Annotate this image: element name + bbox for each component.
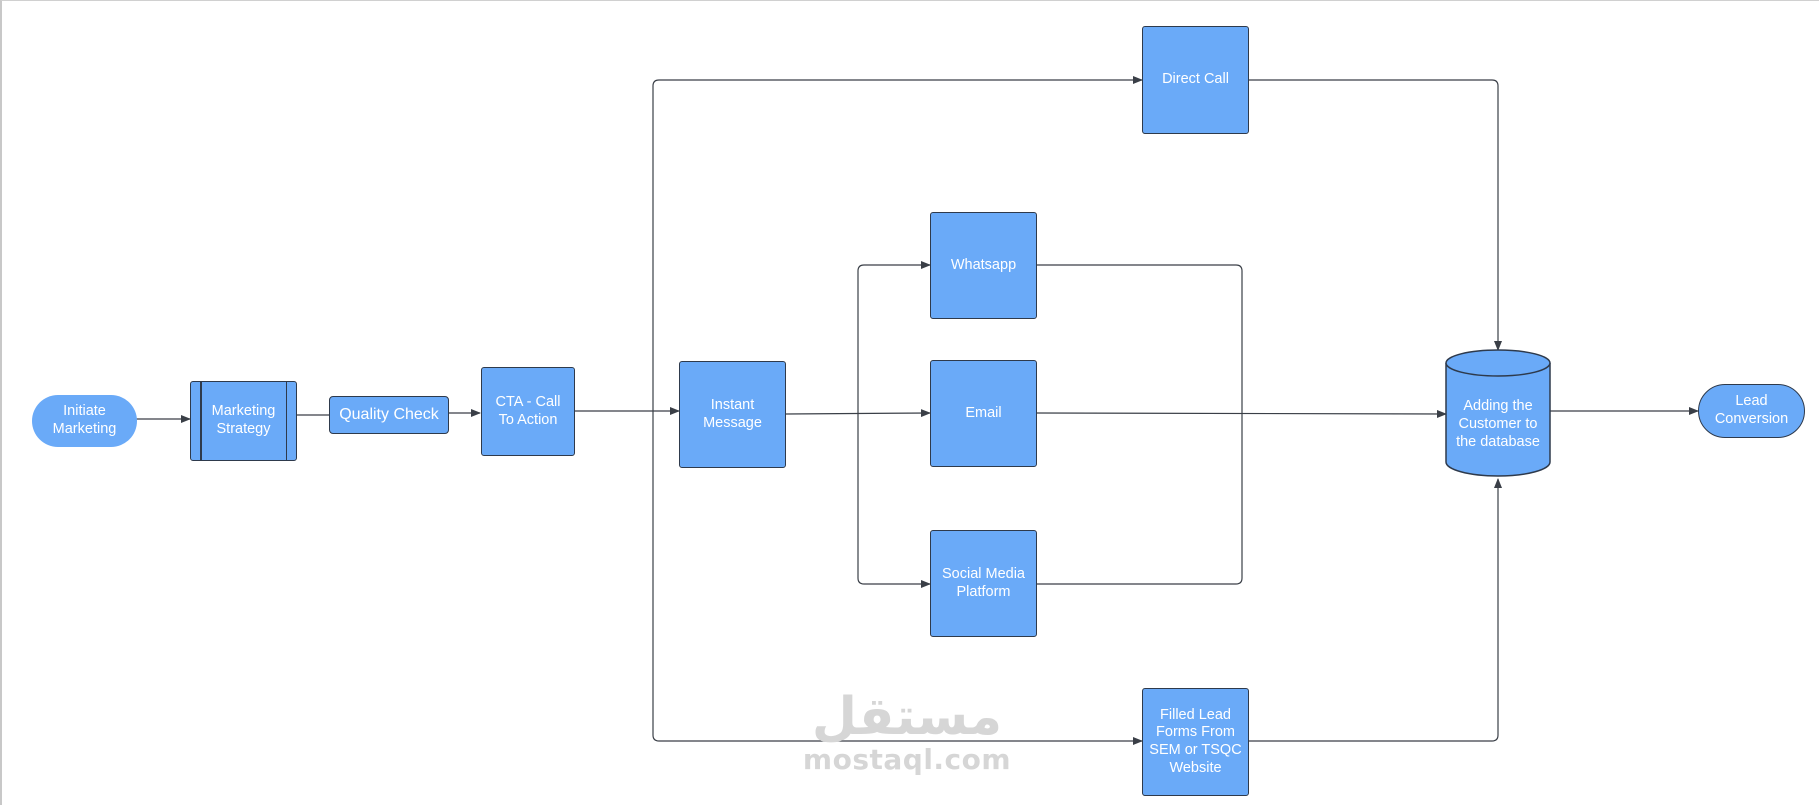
node-instant-message-label: Instant Message [703, 396, 762, 431]
edge-instant-message-to-whatsapp [857, 261, 931, 414]
node-database-label: Adding the Customer to the database [1456, 398, 1540, 450]
watermark-logo: مستقل mostaql.com [797, 689, 1017, 775]
node-email[interactable]: Email [930, 360, 1037, 467]
node-quality-check-label: Quality Check [339, 406, 439, 424]
edge-cta-to-filled-lead-forms [652, 411, 1143, 745]
node-cta[interactable]: CTA - Call To Action [481, 367, 575, 456]
node-direct-call[interactable]: Direct Call [1142, 26, 1249, 134]
watermark-latin-text: mostaql.com [802, 743, 1012, 776]
node-whatsapp[interactable]: Whatsapp [930, 212, 1037, 319]
edge-cta-to-direct-call [652, 76, 1143, 411]
node-initiate-marketing-label: Initiate Marketing [52, 403, 117, 437]
node-cta-label: CTA - Call To Action [495, 393, 561, 428]
edge-social-media-to-database [1037, 414, 1243, 585]
database-cylinder-shape [1445, 349, 1551, 477]
edge-email-to-database [1036, 409, 1447, 418]
edge-instant-message-to-social-media [857, 414, 931, 588]
edge-filled-lead-forms-to-database [1248, 478, 1502, 742]
edge-direct-call-to-database [1248, 79, 1502, 351]
node-social-media-platform-label: Social Media Platform [941, 565, 1025, 600]
node-instant-message[interactable]: Instant Message [679, 361, 786, 468]
node-marketing-strategy[interactable]: Marketing Strategy [190, 381, 297, 461]
node-lead-conversion[interactable]: Lead Conversion [1698, 384, 1805, 438]
node-email-label: Email [965, 404, 1002, 421]
node-marketing-strategy-label: Marketing Strategy [211, 403, 276, 437]
node-quality-check[interactable]: Quality Check [329, 396, 449, 434]
node-database-label-area[interactable]: Adding the Customer to the database [1446, 379, 1550, 471]
watermark-arabic-text: مستقل [811, 687, 1003, 747]
node-initiate-marketing[interactable]: Initiate Marketing [32, 395, 137, 447]
node-filled-lead-forms-label: Filled Lead Forms From SEM or TSQC Websi… [1149, 706, 1242, 776]
node-filled-lead-forms[interactable]: Filled Lead Forms From SEM or TSQC Websi… [1142, 688, 1249, 796]
node-social-media-platform[interactable]: Social Media Platform [930, 530, 1037, 637]
node-whatsapp-label: Whatsapp [950, 256, 1017, 273]
node-direct-call-label: Direct Call [1162, 71, 1229, 88]
edge-whatsapp-to-database [1037, 264, 1243, 414]
node-lead-conversion-label: Lead Conversion [1714, 393, 1789, 427]
